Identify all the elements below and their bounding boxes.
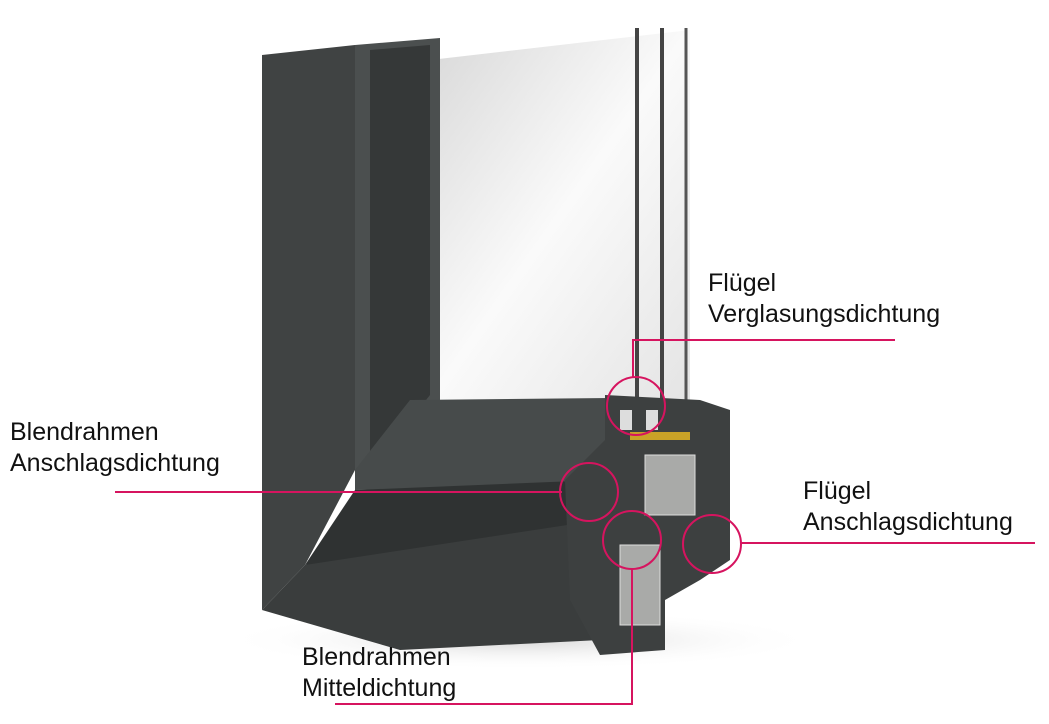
callouts [115, 339, 1035, 705]
label-line: Anschlagsdichtung [803, 508, 1013, 536]
frame-left-face [262, 45, 355, 610]
callout-circle-fluegel-verglasung [606, 376, 666, 436]
label-line: Blendrahmen [10, 418, 159, 446]
sash-inner [370, 45, 430, 470]
glass-pane [430, 30, 690, 400]
steel-reinforcement [619, 544, 661, 626]
leader-line [335, 569, 633, 705]
label-line: Flügel [803, 477, 872, 505]
label-fluegel-verglasungsdichtung: Flügel Verglasungsdichtung [708, 268, 940, 330]
label-line: Mitteldichtung [302, 674, 457, 702]
frame-step [305, 480, 600, 565]
label-line: Verglasungsdichtung [708, 300, 941, 328]
glazing-block [630, 432, 690, 440]
leader-line [632, 339, 895, 378]
label-blendrahmen-anschlagsdichtung: Blendrahmen Anschlagsdichtung [10, 417, 220, 479]
label-line: Blendrahmen [302, 643, 451, 671]
label-fluegel-anschlagsdichtung: Flügel Anschlagsdichtung [803, 476, 1013, 538]
spacer [620, 410, 632, 430]
label-line: Anschlagsdichtung [10, 449, 220, 477]
label-line: Flügel [708, 269, 777, 297]
steel-reinforcement [644, 454, 696, 516]
spacer [646, 410, 658, 430]
frame-bottom-face [262, 500, 600, 650]
label-blendrahmen-mitteldichtung: Blendrahmen Mitteldichtung [302, 642, 456, 704]
sash-bottom [355, 398, 610, 490]
